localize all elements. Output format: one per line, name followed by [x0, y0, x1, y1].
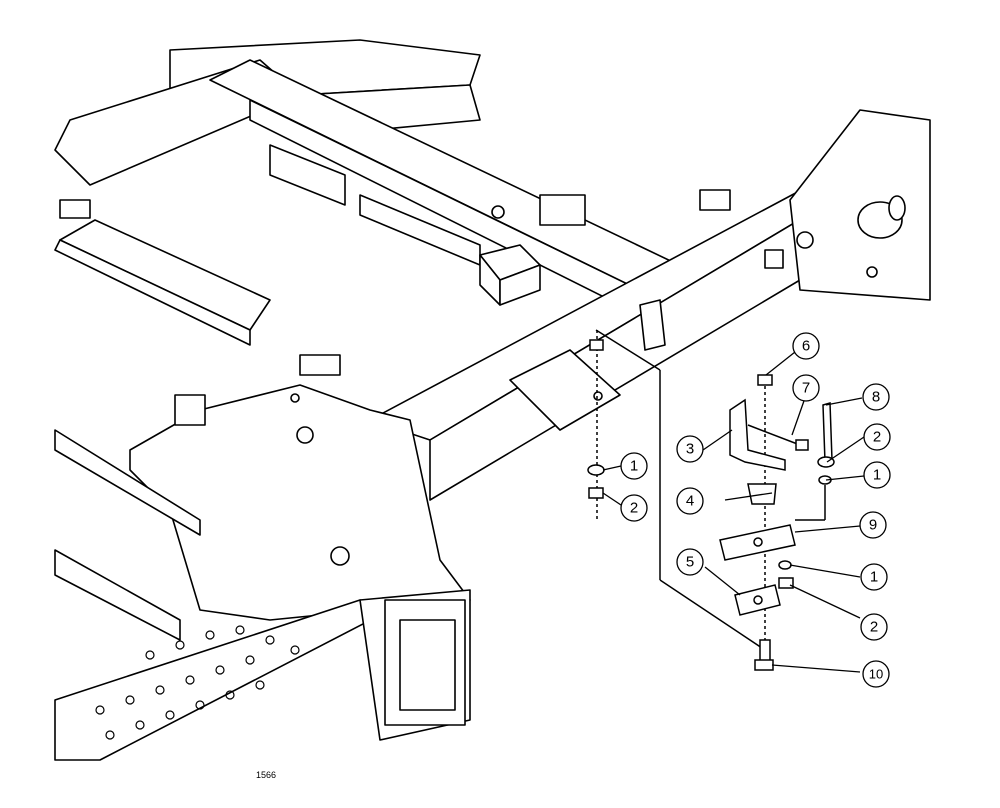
callout-label: 4	[686, 493, 694, 510]
callout-label: 1	[630, 458, 638, 475]
callout-label: 8	[872, 389, 880, 406]
callout-label: 2	[873, 429, 881, 446]
callout-1-top	[620, 452, 648, 480]
frame-drawing	[54, 39, 931, 761]
callout-6	[792, 332, 820, 360]
callout-3	[676, 435, 704, 463]
callout-label: 5	[686, 554, 694, 571]
callouts	[602, 332, 891, 688]
callout-7	[792, 374, 820, 402]
callout-label: 7	[802, 380, 810, 397]
callout-2-low	[860, 613, 888, 641]
callout-label: 1	[870, 569, 878, 586]
callout-2-top	[620, 494, 648, 522]
tongue-hole-pattern	[95, 625, 300, 740]
callout-9	[859, 511, 887, 539]
callout-label: 1	[873, 467, 881, 484]
callout-label: 9	[869, 517, 877, 534]
callout-8	[862, 383, 890, 411]
callout-4	[676, 487, 704, 515]
callout-label: 2	[630, 500, 638, 517]
mount-assembly	[595, 329, 835, 671]
callout-label: 2	[870, 619, 878, 636]
callout-1-low	[860, 563, 888, 591]
callout-label: 3	[686, 441, 694, 458]
drawing-number: 1566	[256, 770, 277, 780]
callout-1-mid	[863, 461, 891, 489]
callout-label: 10	[869, 667, 883, 682]
callout-10	[862, 660, 890, 688]
callout-labels: 1 2 6 7 8 3 2 1 4 9 5 1 2 10	[630, 338, 883, 682]
callout-2-mid	[863, 423, 891, 451]
left-hardware-stack	[587, 330, 605, 520]
callout-5	[676, 548, 704, 576]
callout-label: 6	[802, 338, 810, 355]
